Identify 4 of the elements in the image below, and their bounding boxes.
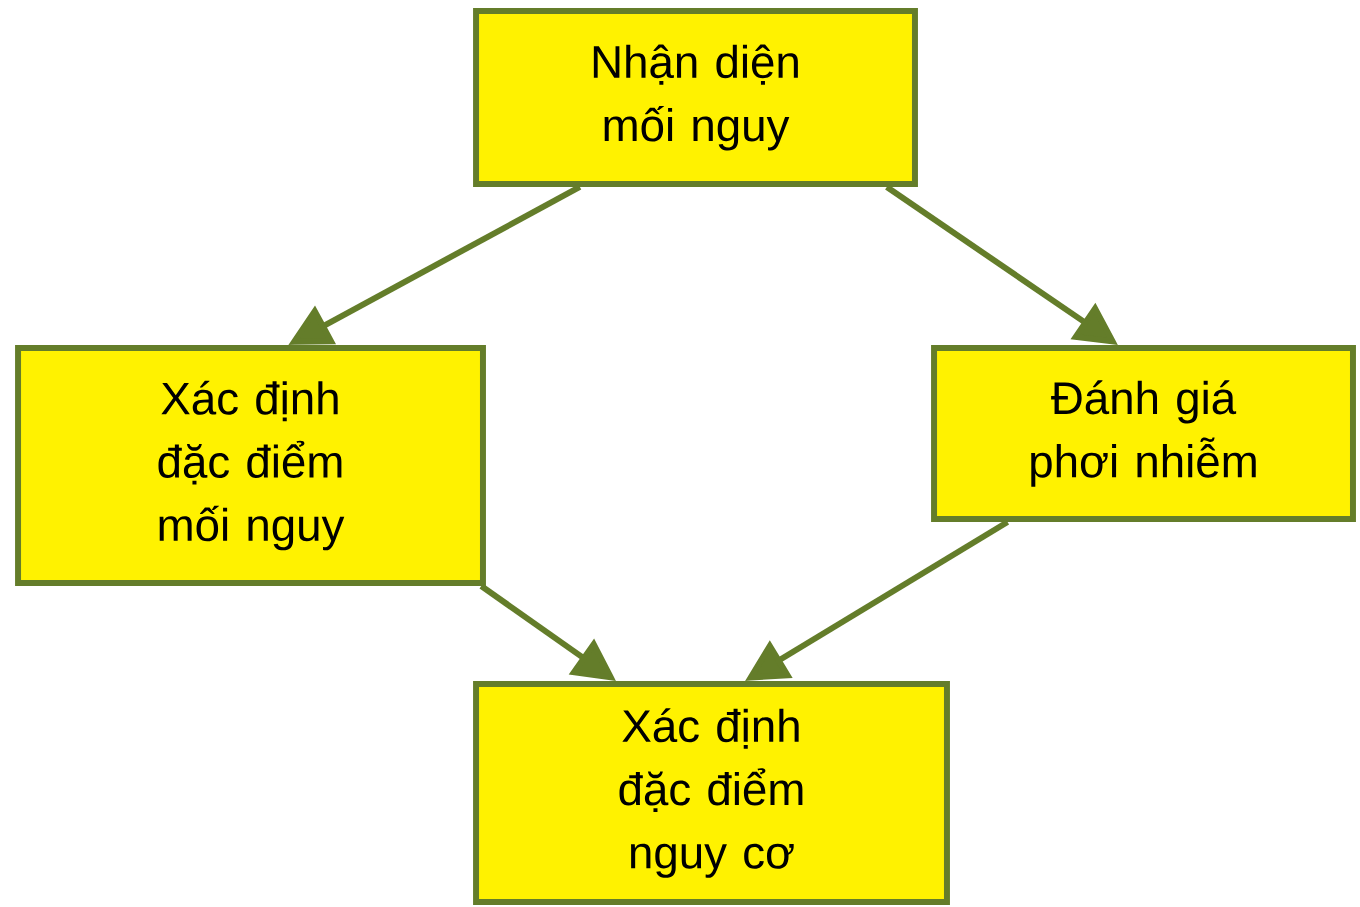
process-box: Đánh giá phơi nhiễm bbox=[931, 345, 1356, 522]
process-box: Xác định đặc điểm nguy cơ bbox=[473, 681, 950, 905]
process-box: Xác định đặc điểm mối nguy bbox=[15, 345, 486, 586]
process-box: Nhận diện mối nguy bbox=[473, 8, 918, 187]
